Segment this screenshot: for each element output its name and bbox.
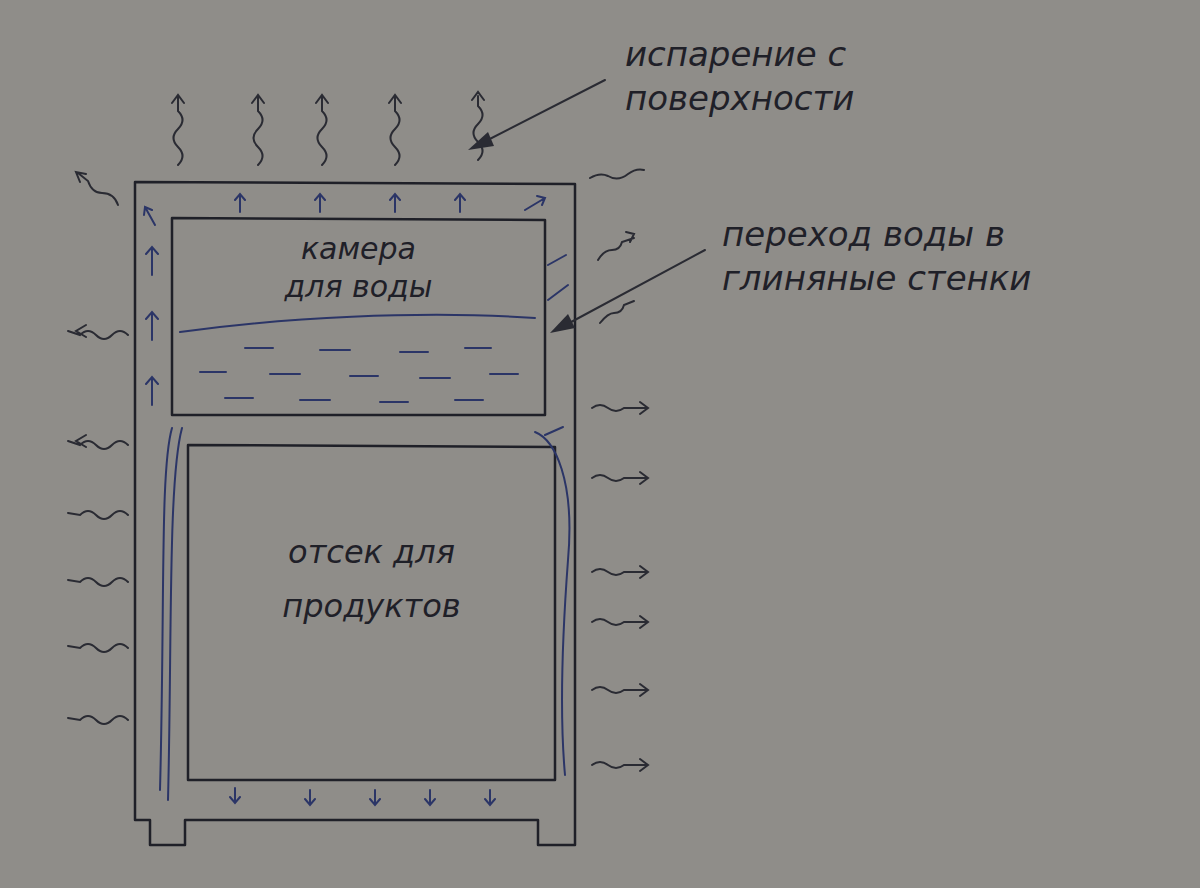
water-dashes: [200, 348, 518, 402]
wall-seep-right: [545, 255, 568, 435]
wall-flow-right: [535, 432, 569, 775]
compartment-label: отсек для продуктов: [279, 525, 464, 634]
fridge-housing: [135, 182, 575, 845]
water-chamber-outline: [172, 218, 545, 415]
evaporation-arrows-top: [172, 92, 484, 165]
bottom-wall-arrows: [230, 788, 495, 805]
leader-arrowhead: [550, 314, 575, 333]
water-chamber: камера для воды: [172, 218, 545, 415]
evaporation-arrows-right: [590, 170, 648, 772]
food-compartment: отсек для продуктов: [188, 445, 555, 780]
evaporation-arrows-left: [68, 172, 128, 724]
wall-flow-left: [160, 428, 182, 800]
water-surface: [180, 315, 535, 332]
top-wall-arrows: [235, 194, 545, 212]
callout-label: переход воды в глиняные стенки: [722, 212, 1072, 300]
callout-label: испарение с поверхности: [625, 32, 955, 120]
leader-arrowhead: [468, 132, 494, 150]
compartment-label: камера для воды: [271, 230, 446, 305]
leader-arrow-evaporation: [478, 80, 605, 145]
leader-arrow-walls: [560, 250, 705, 328]
wall-up-arrows: [144, 207, 158, 405]
food-compartment-outline: [188, 445, 555, 780]
